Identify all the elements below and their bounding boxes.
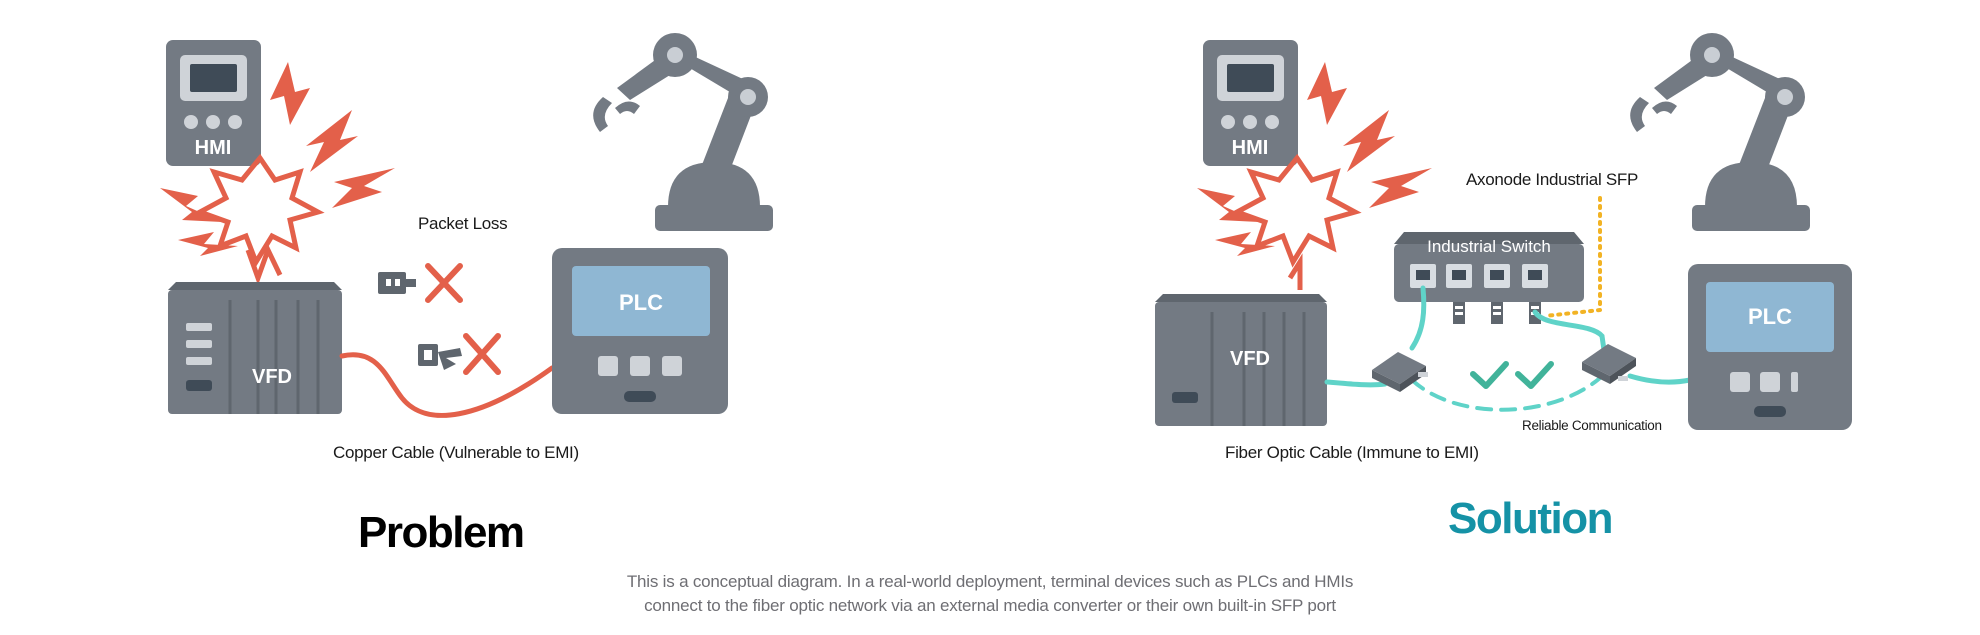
fiber-cable-caption: Fiber Optic Cable (Immune to EMI) bbox=[1225, 443, 1479, 462]
vfd-device: VFD bbox=[168, 282, 342, 414]
sfp-label: Axonode Industrial SFP bbox=[1466, 170, 1638, 189]
reliable-communication-label: Reliable Communication bbox=[1522, 418, 1662, 433]
footnote-line-2: connect to the fiber optic network via a… bbox=[644, 596, 1336, 615]
hmi-device: HMI bbox=[166, 40, 261, 166]
problem-heading: Problem bbox=[358, 508, 525, 557]
emi-burst-icon bbox=[160, 62, 395, 286]
switch-port bbox=[1446, 264, 1472, 288]
switch-label: Industrial Switch bbox=[1427, 237, 1551, 256]
check-icon bbox=[1515, 361, 1554, 389]
plc-device: PLC bbox=[1688, 264, 1852, 430]
fiber-cable bbox=[1409, 285, 1427, 351]
solution-heading: Solution bbox=[1448, 494, 1613, 543]
fiber-cable bbox=[1532, 309, 1607, 353]
problem-panel: HMI VFD bbox=[160, 33, 773, 418]
plc-device: PLC bbox=[552, 248, 728, 414]
broken-plug-icon bbox=[418, 344, 462, 370]
error-cross-icon bbox=[463, 333, 501, 375]
hmi-device: HMI bbox=[1203, 40, 1298, 166]
check-icon bbox=[1470, 361, 1509, 389]
fiber-cable bbox=[1627, 373, 1693, 385]
robot-arm-icon bbox=[593, 33, 773, 231]
copper-cable-caption: Copper Cable (Vulnerable to EMI) bbox=[333, 443, 579, 462]
packet-loss-label: Packet Loss bbox=[418, 214, 508, 233]
footnote-line-1: This is a conceptual diagram. In a real-… bbox=[626, 572, 1354, 591]
media-converter-icon bbox=[1372, 352, 1428, 392]
broken-connector-icon bbox=[378, 272, 416, 294]
switch-port bbox=[1410, 264, 1436, 288]
plc-label: PLC bbox=[1748, 304, 1792, 329]
industrial-switch: Industrial Switch bbox=[1394, 232, 1584, 324]
vfd-label: VFD bbox=[252, 366, 292, 388]
hmi-label: HMI bbox=[195, 137, 232, 159]
switch-port bbox=[1522, 264, 1548, 288]
vfd-device: VFD bbox=[1155, 294, 1327, 426]
sfp-module-icon bbox=[1453, 302, 1465, 324]
media-converter-icon bbox=[1582, 344, 1636, 384]
fiber-link-dashed bbox=[1410, 376, 1602, 412]
switch-port bbox=[1484, 264, 1510, 288]
vfd-label: VFD bbox=[1230, 348, 1270, 370]
sfp-pointer-line bbox=[1543, 196, 1602, 318]
solution-panel: HMI VFD Industrial Sw bbox=[1155, 33, 1852, 430]
fiber-cable bbox=[1324, 379, 1388, 388]
error-cross-icon bbox=[425, 263, 463, 303]
robot-arm-icon bbox=[1630, 33, 1810, 231]
plc-label: PLC bbox=[619, 290, 663, 315]
hmi-label: HMI bbox=[1232, 137, 1269, 159]
copper-cable bbox=[339, 352, 555, 418]
sfp-module-icon bbox=[1491, 302, 1503, 324]
emi-burst-icon bbox=[1197, 62, 1432, 290]
